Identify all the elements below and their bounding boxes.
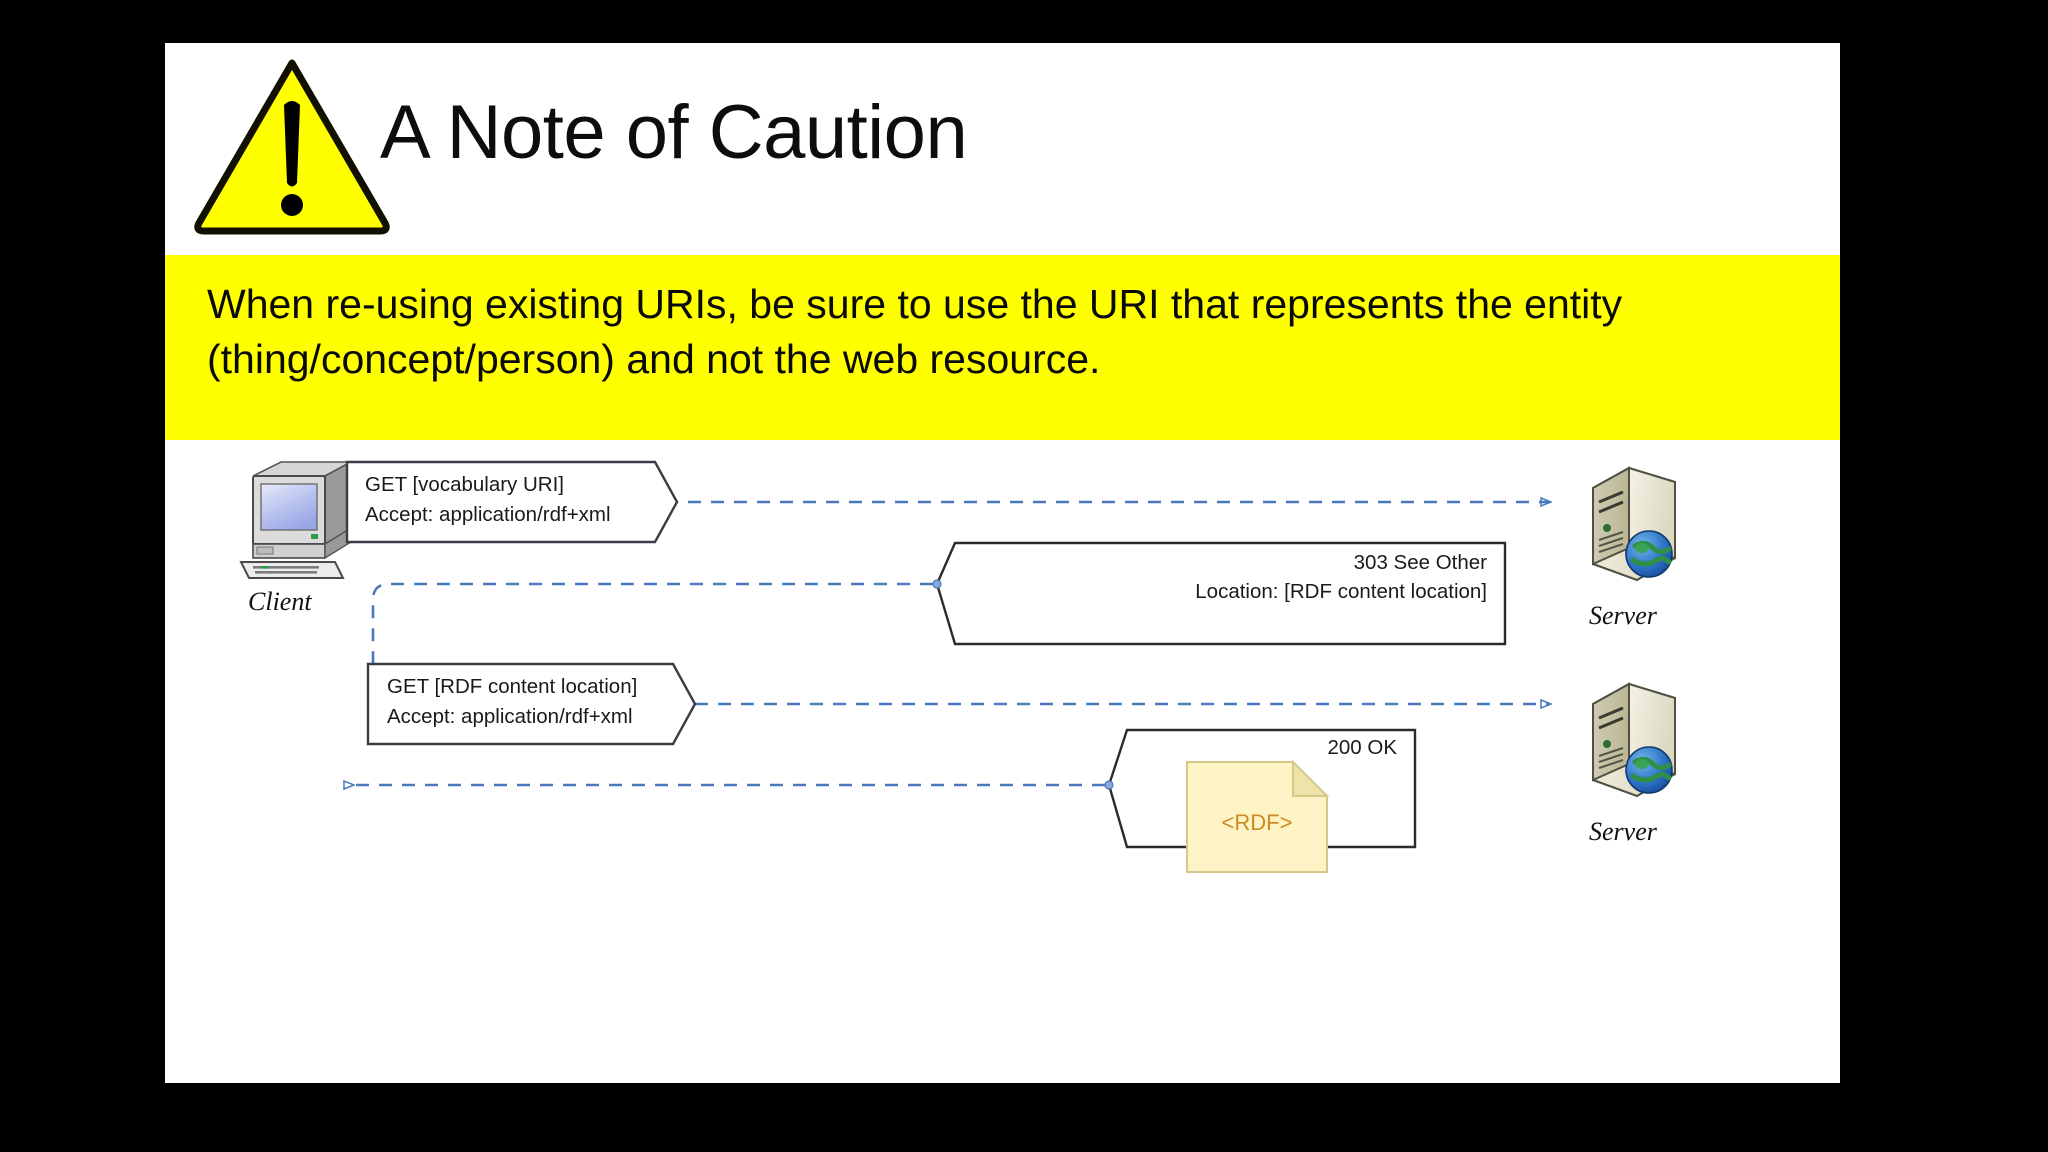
desktop-computer-icon: [239, 460, 352, 579]
client-node-label: Client: [248, 587, 312, 616]
response-2-line1: 200 OK: [1327, 736, 1397, 759]
response-1-line1: 303 See Other: [1354, 551, 1488, 574]
response-1-line2: Location: [RDF content location]: [1195, 580, 1487, 603]
page-title: A Note of Caution: [380, 90, 968, 175]
server-node-label-1: Server: [1589, 601, 1658, 630]
request-2-line1: GET [RDF content location]: [387, 675, 637, 698]
caution-banner-text: When re-using existing URIs, be sure to …: [207, 281, 1623, 382]
message-box-request-1: GET [vocabulary URI] Accept: application…: [345, 460, 679, 544]
server-globe-icon-1: [1592, 466, 1676, 582]
slide: A Note of Caution When re-using existing…: [165, 43, 1840, 1083]
message-box-response-1: 303 See Other Location: [RDF content loc…: [932, 541, 1507, 646]
request-1-line2: Accept: application/rdf+xml: [365, 503, 611, 526]
message-box-request-2: GET [RDF content location] Accept: appli…: [366, 662, 697, 746]
rdf-document-icon: <RDF>: [1186, 759, 1330, 873]
message-box-response-2: 200 OK <RDF>: [1104, 728, 1417, 873]
rdf-payload-label: <RDF>: [1222, 810, 1293, 835]
caution-banner: When re-using existing URIs, be sure to …: [165, 255, 1840, 440]
server-globe-icon-2: [1592, 682, 1676, 798]
http-303-sequence-diagram: Client Se: [165, 440, 1840, 1083]
server-node-label-2: Server: [1589, 817, 1658, 846]
slide-title-row: A Note of Caution: [165, 43, 1840, 255]
request-1-line1: GET [vocabulary URI]: [365, 473, 564, 496]
request-2-line2: Accept: application/rdf+xml: [387, 705, 633, 728]
warning-triangle-exclamation-icon: [192, 57, 392, 237]
